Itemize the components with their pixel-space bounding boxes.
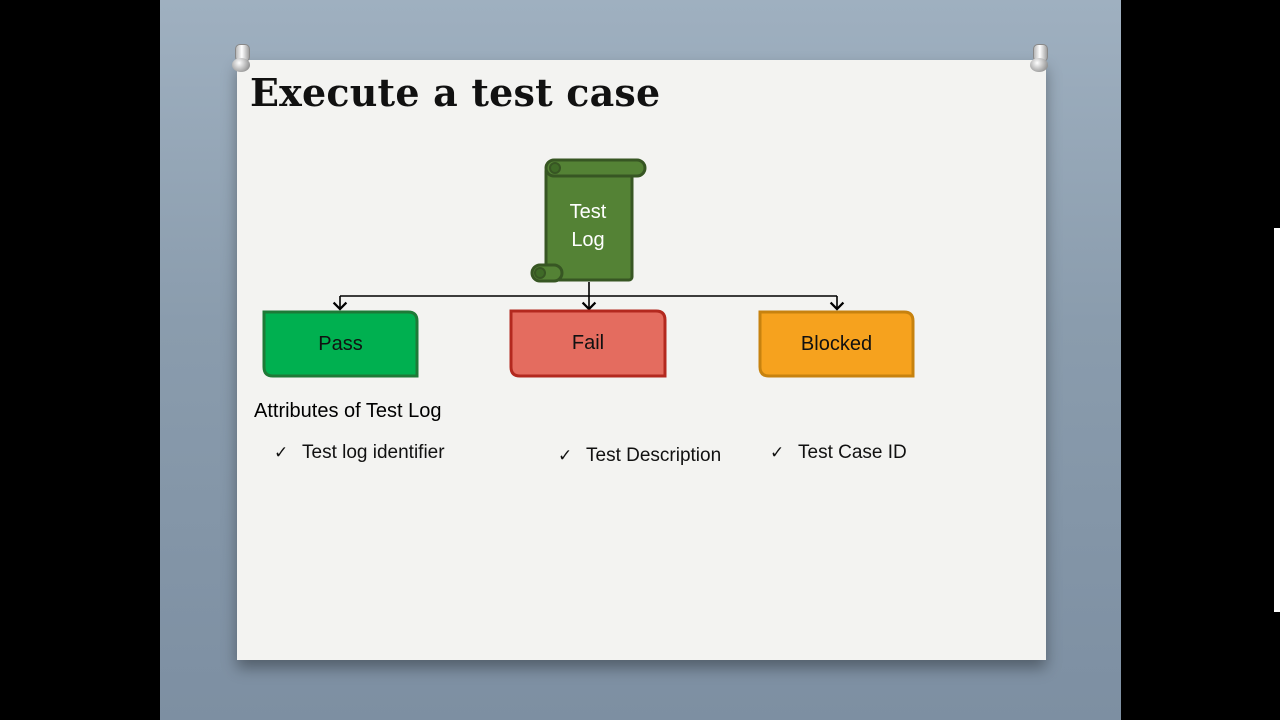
attributes-heading: Attributes of Test Log [254,400,442,422]
test-log-label: Test Log [552,198,624,254]
attribute-text: Test log identifier [302,442,445,463]
pushpin-left-icon [232,44,250,74]
fail-label: Fail [571,332,605,354]
attribute-item: ✓ Test log identifier [274,442,445,464]
checkmark-icon: ✓ [274,443,289,463]
attribute-text: Test Description [586,445,722,466]
checkmark-icon: ✓ [558,446,573,466]
test-log-label-line2: Log [571,229,605,251]
test-log-label-line1: Test [569,201,607,223]
attribute-text: Test Case ID [798,442,907,463]
fail-node [509,309,667,378]
pass-label: Pass [318,333,363,355]
pushpin-right-icon [1030,44,1048,74]
slide-title: Execute a test case [250,70,661,115]
blocked-node [758,310,915,378]
pass-node [262,310,419,378]
blocked-label: Blocked [800,333,873,355]
attribute-item: ✓ Test Description [558,445,721,467]
test-log-scroll-node [530,158,647,283]
next-slide-edge [1274,228,1280,612]
connector-lines [332,282,845,311]
checkmark-icon: ✓ [770,443,785,463]
attribute-item: ✓ Test Case ID [770,442,907,464]
